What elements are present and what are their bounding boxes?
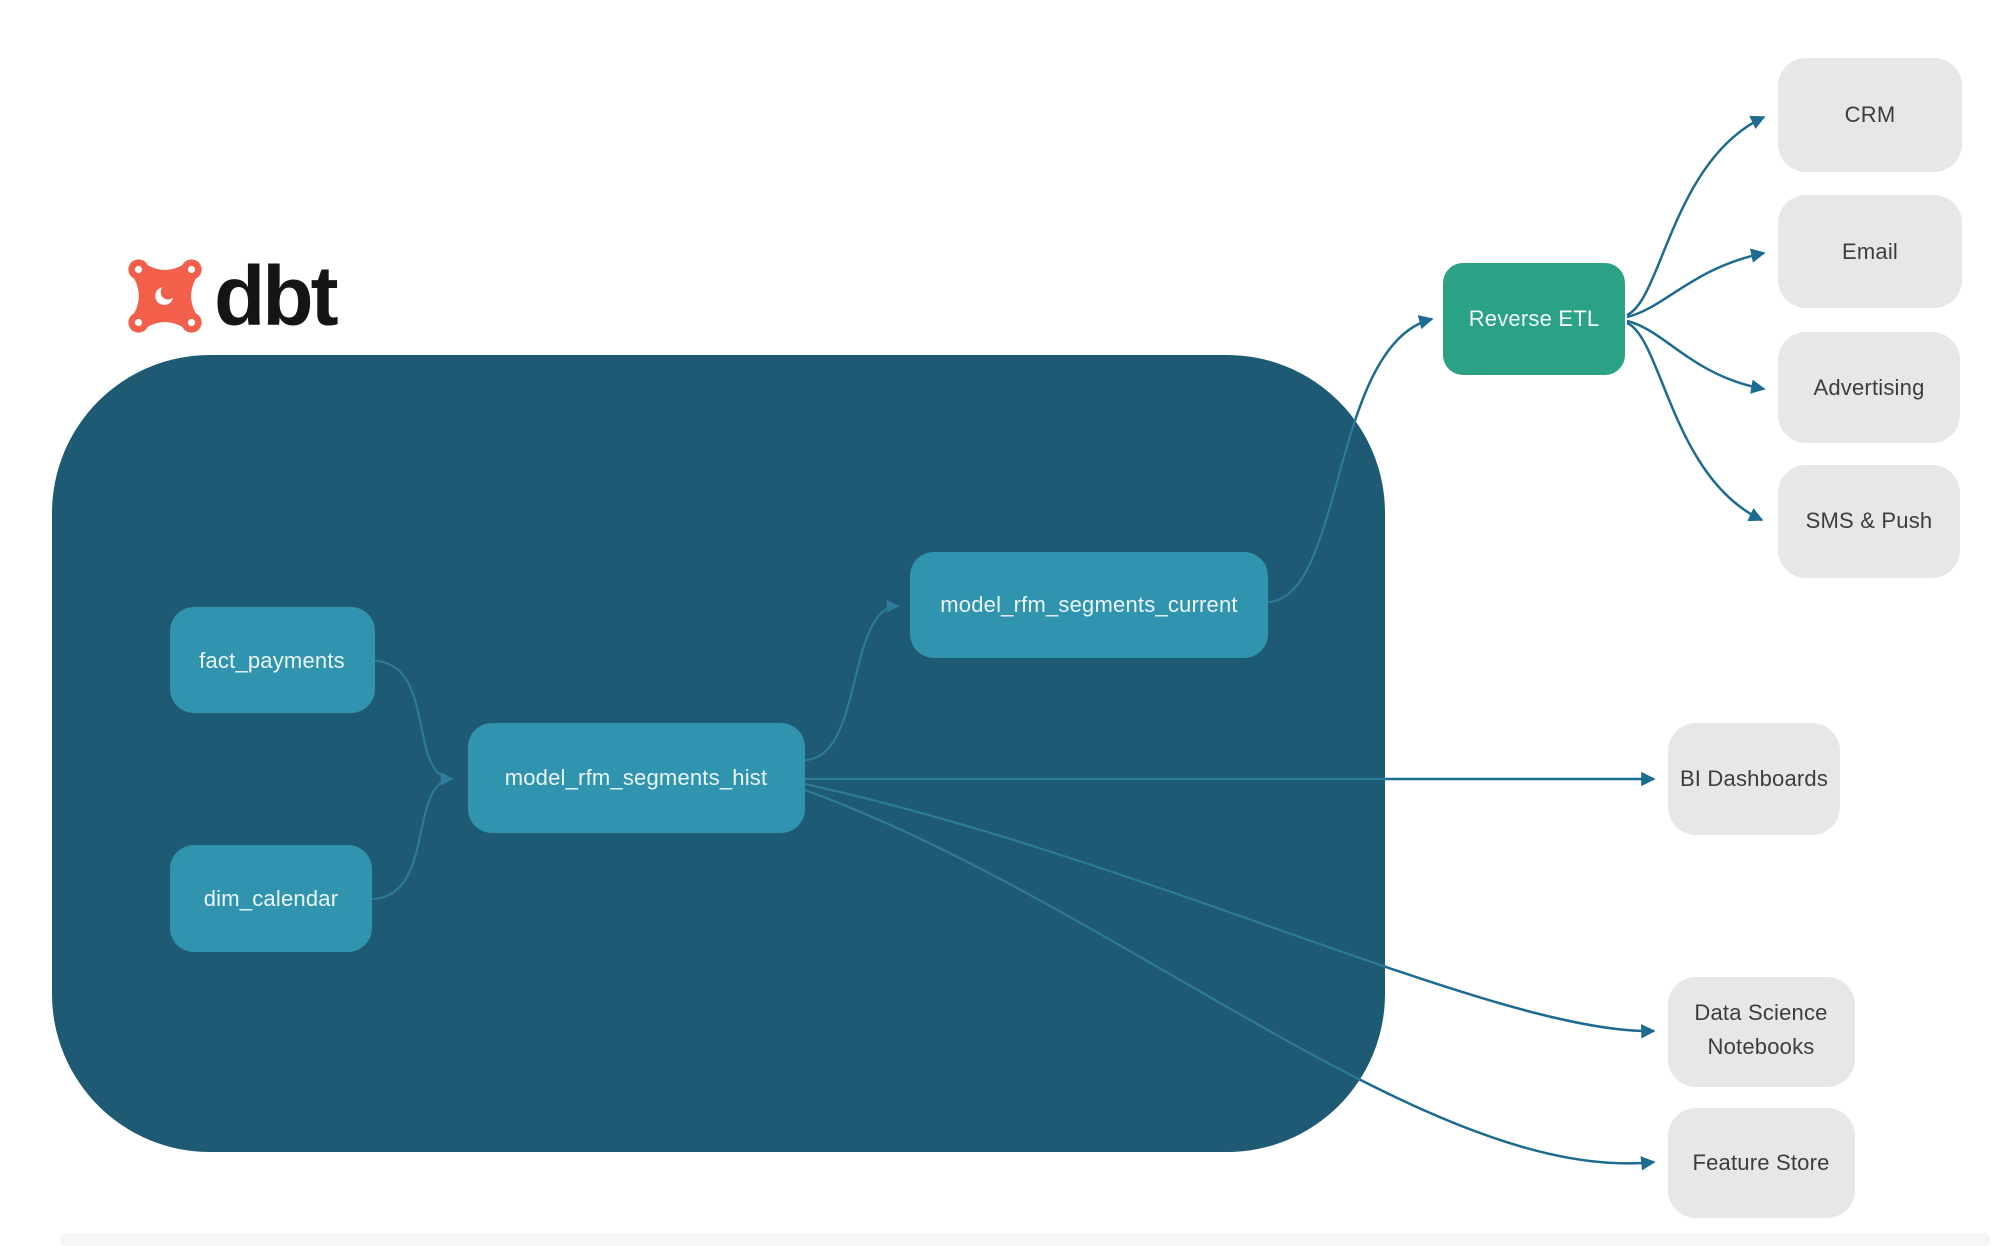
- node-crm-box: [1778, 58, 1962, 172]
- node-data-science-notebooks-label-line2: Notebooks: [1708, 1034, 1815, 1059]
- node-feature-store: Feature Store: [1668, 1108, 1855, 1218]
- edges-outside: [804, 315, 1656, 1171]
- node-data-science-notebooks-label-line1: Data Science: [1694, 1000, 1827, 1025]
- node-model-rfm-segments-hist-label: model_rfm_segments_hist: [505, 765, 768, 790]
- dbt-logo: dbt: [126, 249, 339, 343]
- node-email: Email: [1778, 195, 1962, 308]
- node-bi-dashboards-box: [1668, 723, 1840, 835]
- node-model-rfm-segments-hist-box: [468, 723, 805, 833]
- edge-hist-to-feature-store: [804, 788, 1656, 1171]
- node-crm: CRM: [1778, 58, 1962, 172]
- node-data-science-notebooks-box: [1668, 977, 1855, 1087]
- node-email-label: Email: [1842, 239, 1898, 264]
- node-fact-payments-label: fact_payments: [199, 648, 345, 673]
- node-advertising-label: Advertising: [1813, 375, 1924, 400]
- node-feature-store-label: Feature Store: [1692, 1150, 1829, 1175]
- node-fact-payments: fact_payments: [170, 607, 375, 713]
- node-advertising-box: [1778, 332, 1960, 443]
- node-reverse-etl: Reverse ETL: [1443, 263, 1625, 375]
- node-reverse-etl-box: [1443, 263, 1625, 375]
- node-sms-push-box: [1778, 465, 1960, 578]
- node-model-rfm-segments-hist: model_rfm_segments_hist: [468, 723, 805, 833]
- node-crm-label: CRM: [1845, 102, 1896, 127]
- bottom-edge-strip: [60, 1233, 1990, 1246]
- edge-reverse-etl-to-crm: [1626, 115, 1766, 317]
- edge-reverse-etl-to-sms-push: [1626, 321, 1764, 522]
- edge-current-to-reverse-etl: [1267, 315, 1434, 604]
- edge-fact-payments-to-hist: [374, 660, 454, 785]
- dbt-logo-icon: [128, 259, 202, 333]
- node-sms-push: SMS & Push: [1778, 465, 1960, 578]
- edge-hist-to-notebooks: [804, 782, 1656, 1039]
- node-sms-push-label: SMS & Push: [1806, 508, 1933, 533]
- node-model-rfm-segments-current: model_rfm_segments_current: [910, 552, 1268, 658]
- node-model-rfm-segments-current-box: [910, 552, 1268, 658]
- node-email-box: [1778, 195, 1962, 308]
- node-data-science-notebooks: Data Science Notebooks: [1668, 977, 1855, 1087]
- node-dim-calendar-label: dim_calendar: [204, 886, 338, 911]
- node-fact-payments-box: [170, 607, 375, 713]
- edges-fanout: [1626, 115, 1766, 522]
- node-model-rfm-segments-current-label: model_rfm_segments_current: [940, 592, 1237, 617]
- edge-reverse-etl-to-email: [1626, 248, 1766, 319]
- node-advertising: Advertising: [1778, 332, 1960, 443]
- node-dim-calendar-box: [170, 845, 372, 952]
- dbt-logo-text: dbt: [214, 249, 339, 343]
- edge-hist-to-current: [804, 599, 900, 761]
- node-bi-dashboards: BI Dashboards: [1668, 723, 1840, 835]
- edge-reverse-etl-to-advertising: [1626, 319, 1766, 394]
- node-feature-store-box: [1668, 1108, 1855, 1218]
- node-dim-calendar: dim_calendar: [170, 845, 372, 952]
- edge-dim-calendar-to-hist: [371, 773, 454, 900]
- node-reverse-etl-label: Reverse ETL: [1469, 306, 1600, 331]
- node-bi-dashboards-label: BI Dashboards: [1680, 766, 1828, 791]
